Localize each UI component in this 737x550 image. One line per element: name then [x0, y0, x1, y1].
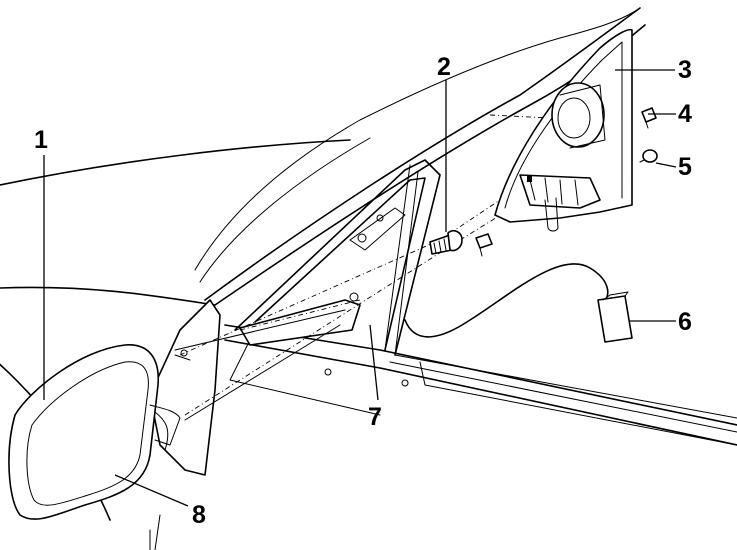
part-5-cap [639, 149, 658, 163]
part-4-screw [641, 107, 657, 129]
callout-4: 4 [678, 100, 692, 128]
callout-6: 6 [678, 308, 692, 336]
part-2-screw [429, 230, 463, 255]
callout-5: 5 [678, 153, 692, 181]
part-3-trim-cover [494, 28, 633, 232]
clip [475, 233, 493, 257]
part-7-mounting-plate [239, 214, 384, 346]
callout-1: 1 [34, 126, 48, 154]
callout-2: 2 [437, 53, 451, 81]
leader-lines [43, 69, 677, 507]
callout-8: 8 [192, 501, 206, 529]
part-6-cable-connector [404, 263, 633, 343]
callout-7: 7 [368, 403, 382, 431]
callout-3: 3 [678, 56, 692, 84]
lower-pillar-lines [149, 514, 161, 550]
door-belt-line [224, 324, 737, 446]
quarter-window-frame [234, 159, 441, 356]
part-8-mirror-housing [8, 344, 181, 520]
